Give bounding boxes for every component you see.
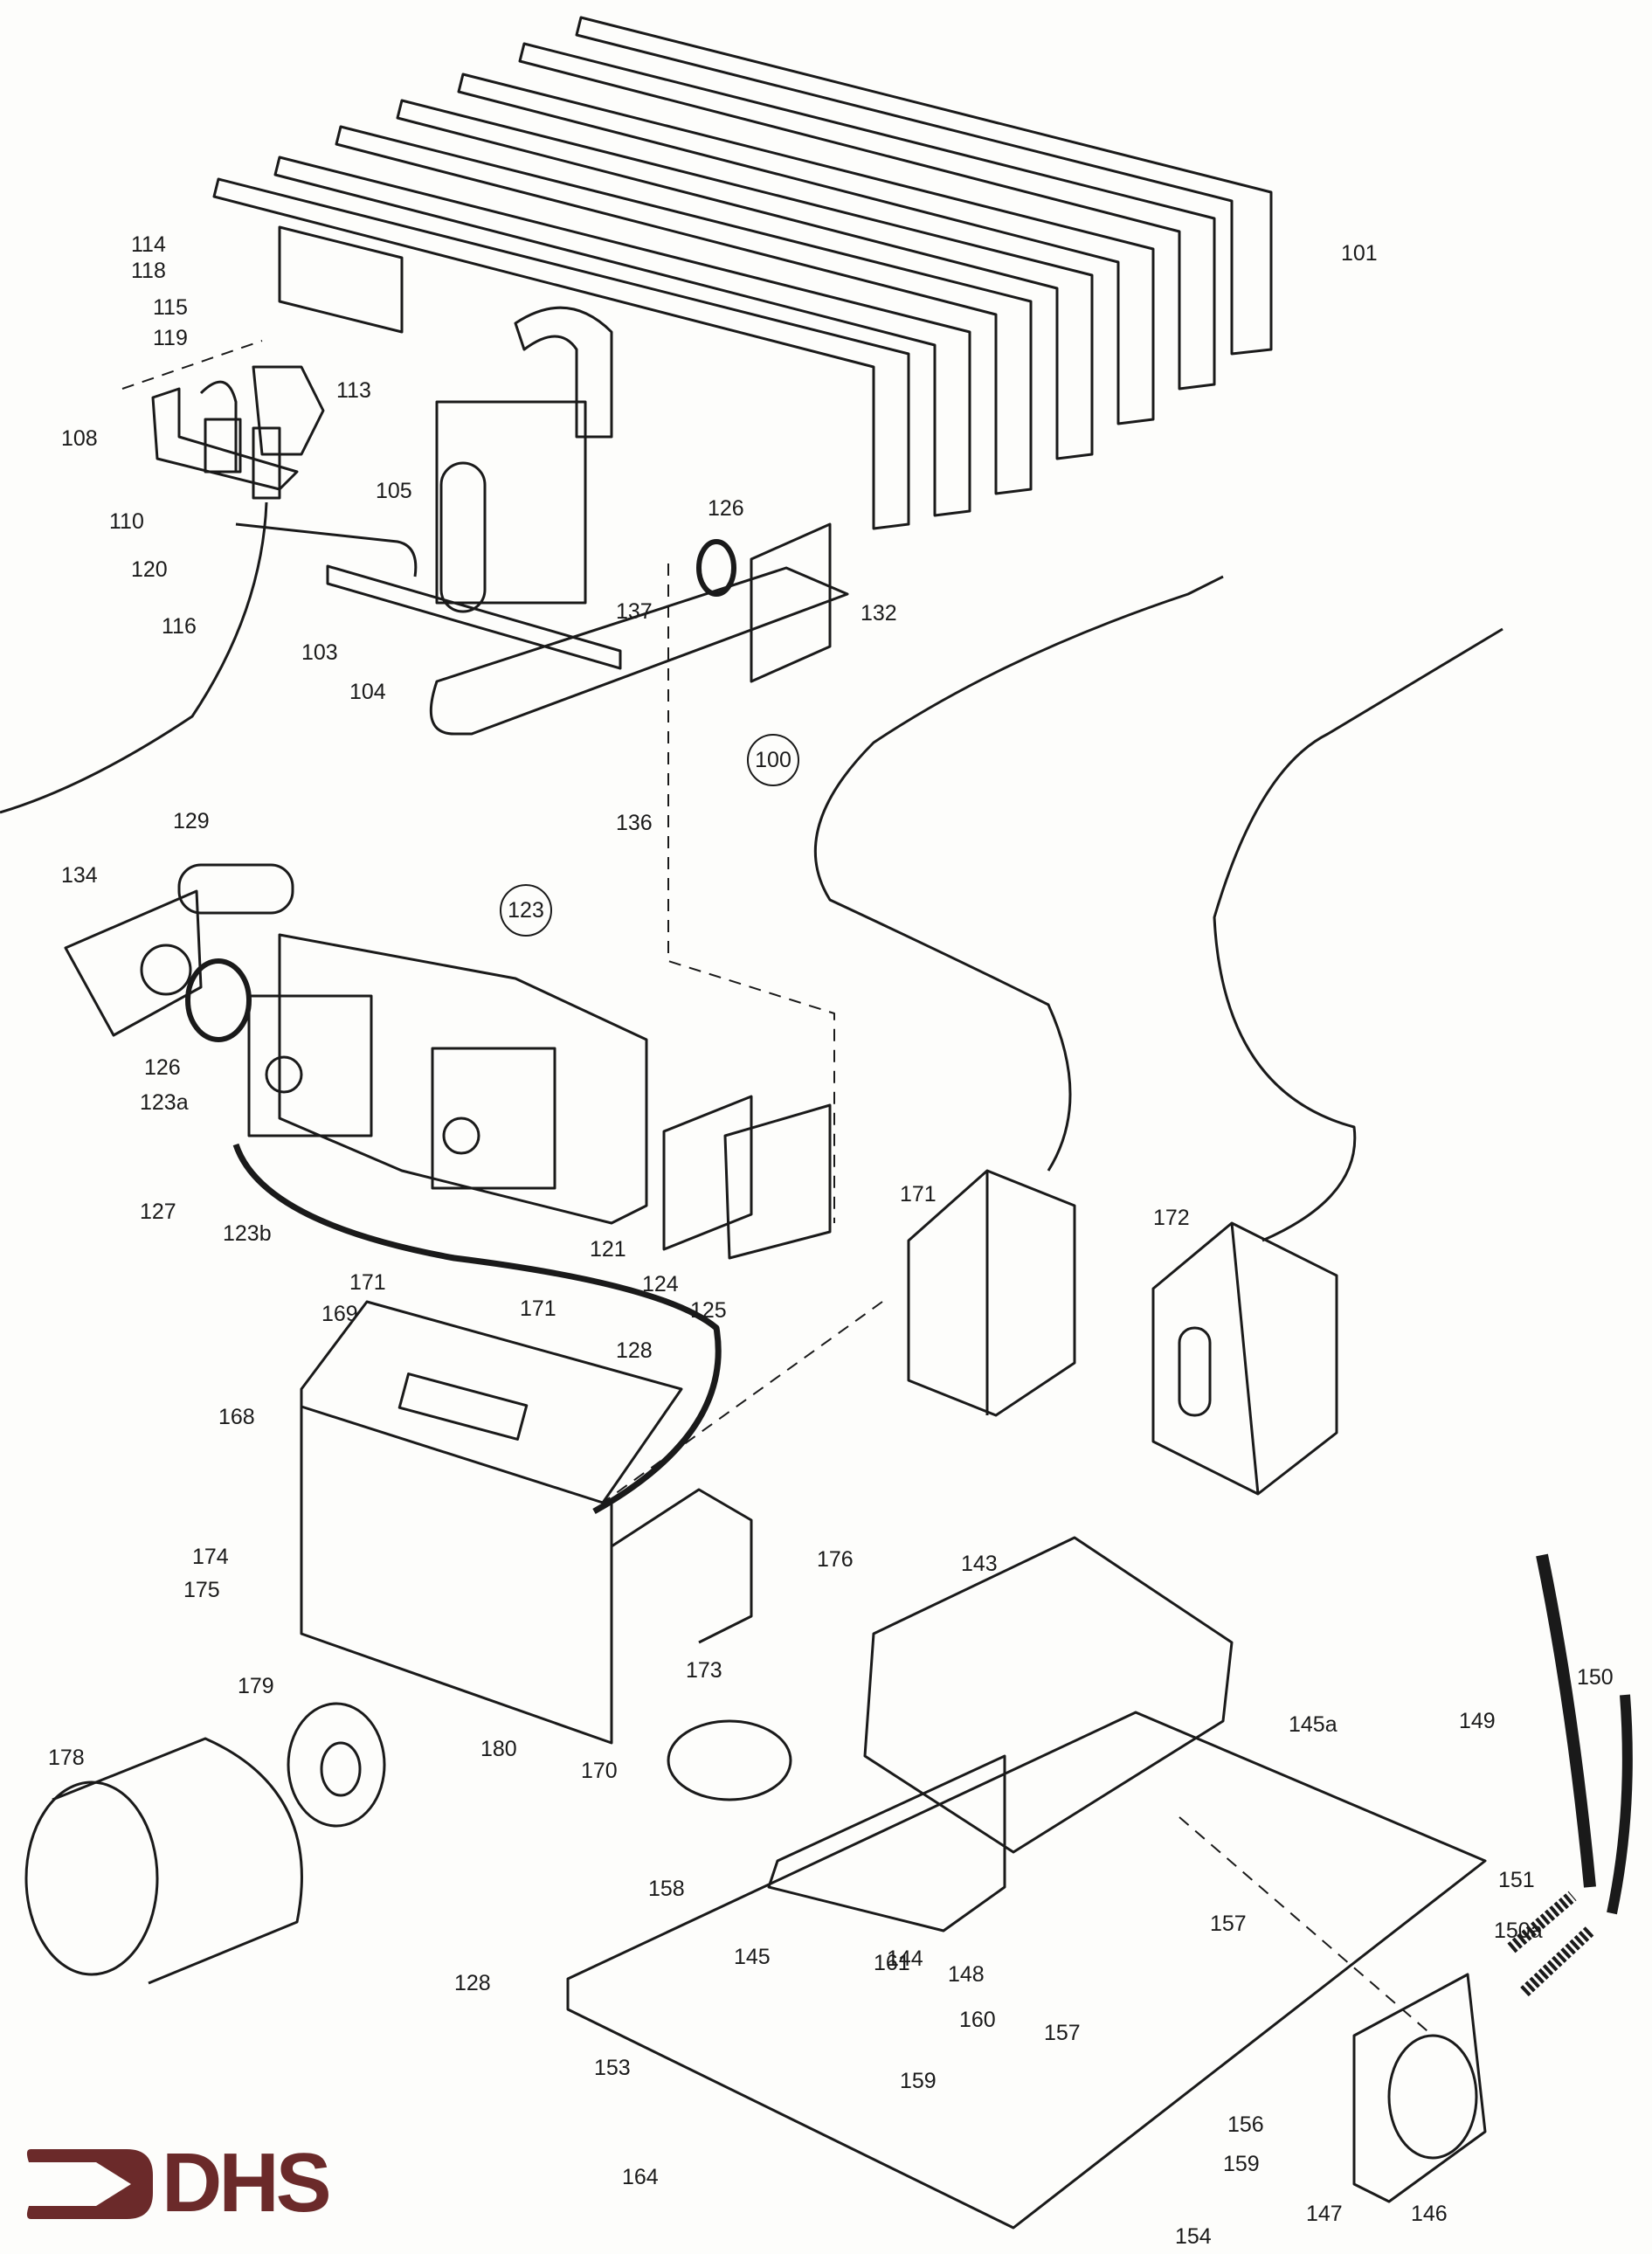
callout-124: 124 [642, 1272, 679, 1296]
arrow-logo-icon [26, 2149, 153, 2219]
gas-valve [64, 863, 832, 1260]
callout-100: 100 [747, 734, 799, 786]
fan-wheel [1387, 2034, 1478, 2160]
callout-144: 144 [887, 1946, 923, 1971]
fan-housing [1352, 1973, 1487, 2203]
callout-125: 125 [690, 1298, 727, 1323]
base-plate [566, 1711, 1487, 2230]
callout-159: 159 [1223, 2152, 1260, 2176]
callout-158: 158 [648, 1877, 685, 1901]
pressure-switch [667, 1719, 792, 1801]
callout-151: 151 [1498, 1868, 1535, 1892]
callout-157: 157 [1210, 1912, 1247, 1936]
hoses [1536, 1553, 1633, 1915]
heat-shield-strip [326, 564, 622, 670]
callout-160: 160 [959, 2008, 996, 2032]
callout-145a: 145a [1289, 1712, 1337, 1737]
callout-108: 108 [61, 426, 98, 451]
callout-116: 116 [162, 614, 197, 639]
callout-120: 120 [131, 557, 168, 582]
callout-136: 136 [616, 811, 653, 835]
callout-128: 128 [454, 1971, 491, 1995]
dhs-logo: DHS [26, 2141, 358, 2225]
ignition-control-unit [767, 1536, 1234, 1932]
wiring-harness [232, 1143, 722, 1515]
callout-171: 171 [349, 1270, 386, 1295]
pilot-tube [235, 522, 418, 577]
callout-105: 105 [376, 479, 412, 503]
callout-150: 150 [1577, 1665, 1614, 1690]
callout-104: 104 [349, 680, 386, 704]
callout-168: 168 [218, 1405, 255, 1429]
callout-123b: 123b [223, 1221, 272, 1246]
callout-159: 159 [900, 2069, 937, 2093]
callout-175: 175 [183, 1578, 220, 1602]
callout-169: 169 [321, 1302, 358, 1326]
callout-153: 153 [594, 2056, 631, 2080]
callout-150a: 150a [1494, 1919, 1543, 1943]
callout-119: 119 [153, 326, 188, 350]
callout-121: 121 [590, 1237, 626, 1262]
callout-103: 103 [301, 640, 338, 665]
callout-127: 127 [140, 1200, 176, 1224]
callout-110: 110 [109, 509, 144, 534]
callout-132: 132 [861, 601, 897, 626]
callout-126: 126 [144, 1055, 181, 1080]
callout-164: 164 [622, 2165, 659, 2189]
callout-134: 134 [61, 863, 98, 888]
callout-114: 114 [131, 232, 166, 257]
injector-manifold [429, 306, 849, 736]
callout-173: 173 [686, 1658, 722, 1683]
callout-137: 137 [616, 599, 653, 624]
callout-174: 174 [192, 1545, 229, 1569]
springs [1507, 1891, 1594, 1997]
callout-115: 115 [153, 295, 188, 320]
callout-147: 147 [1306, 2202, 1343, 2226]
pilot-assembly [0, 225, 404, 814]
callout-126: 126 [708, 496, 744, 521]
control-box [300, 1300, 753, 1745]
callout-145: 145 [734, 1945, 771, 1969]
callout-180: 180 [480, 1737, 517, 1761]
callout-161: 161 [874, 1951, 910, 1975]
callout-154: 154 [1175, 2224, 1212, 2249]
burner-blades [212, 16, 1273, 530]
callout-172: 172 [1153, 1206, 1190, 1230]
callout-143: 143 [961, 1552, 998, 1576]
burner-nozzle [24, 1702, 386, 1985]
callout-101: 101 [1341, 241, 1378, 266]
assembly-guide-lines [121, 340, 1434, 2036]
callout-118: 118 [131, 259, 166, 283]
callout-128: 128 [616, 1338, 653, 1363]
callout-179: 179 [238, 1674, 274, 1698]
callout-148: 148 [948, 1962, 985, 1987]
callout-123a: 123a [140, 1090, 189, 1115]
callout-171: 171 [520, 1296, 556, 1321]
callout-157: 157 [1044, 2021, 1081, 2045]
callout-176: 176 [817, 1547, 854, 1572]
logo-text: DHS [162, 2136, 332, 2230]
callout-171: 171 [900, 1182, 937, 1207]
callout-156: 156 [1227, 2112, 1264, 2137]
callout-146: 146 [1411, 2202, 1448, 2226]
thermostats [813, 575, 1503, 1496]
callout-129: 129 [173, 809, 210, 833]
callout-170: 170 [581, 1759, 618, 1783]
callout-123: 123 [500, 884, 552, 937]
callout-178: 178 [48, 1746, 85, 1770]
callout-149: 149 [1459, 1709, 1496, 1733]
callout-113: 113 [336, 378, 371, 403]
